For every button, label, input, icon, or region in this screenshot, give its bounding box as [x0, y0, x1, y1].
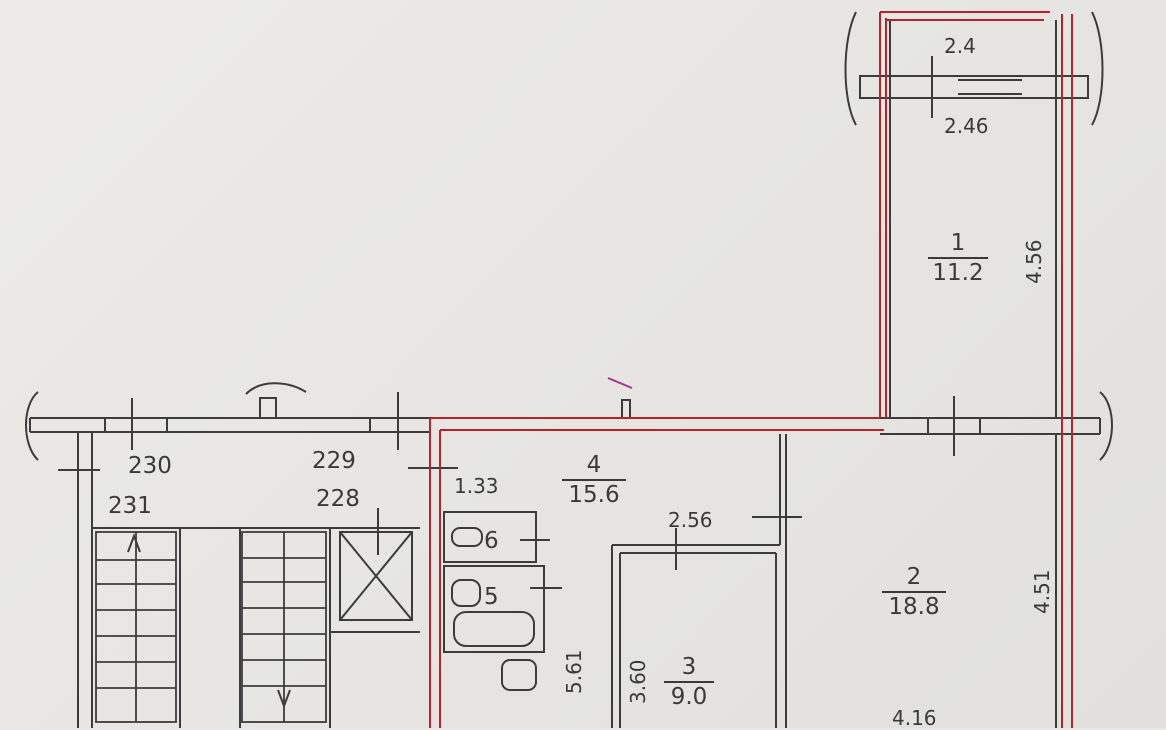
stairs-right	[241, 531, 327, 723]
flat-number-228: 228	[316, 486, 360, 512]
dimension-room2-width: 4.16	[892, 706, 937, 730]
dimension-balcony-inner: 2.4	[944, 34, 976, 58]
room-4-label: 4 15.6	[562, 454, 626, 507]
break-marker-top-left	[844, 11, 857, 126]
break-marker-left	[25, 391, 39, 461]
room-2-area: 18.8	[882, 591, 946, 619]
dimension-room3-length: 3.60	[626, 659, 650, 704]
flat-number-230: 230	[128, 453, 172, 479]
room-4-area: 15.6	[562, 479, 626, 507]
flat-number-229: 229	[312, 448, 356, 474]
stairs-left	[95, 531, 177, 723]
washing-spot	[501, 659, 537, 691]
lift-shaft	[339, 531, 413, 621]
room-3-number: 3	[681, 654, 697, 680]
stair-arrow-down	[277, 689, 291, 709]
dimension-hall-length: 2.56	[668, 508, 713, 532]
dimension-hall-width: 1.33	[454, 474, 499, 498]
window-middle	[369, 417, 431, 433]
dimension-room2-length: 4.51	[1030, 569, 1054, 614]
entrance-canopy	[245, 382, 307, 395]
room-1-label: 1 11.2	[928, 232, 988, 285]
bathtub	[453, 611, 535, 647]
entrance-step	[259, 397, 277, 418]
bath-room	[443, 565, 545, 653]
vent-mark	[621, 399, 631, 419]
room-1-area: 11.2	[928, 257, 988, 285]
sink	[451, 579, 481, 607]
room-2-number: 2	[906, 564, 922, 590]
lift-cross-b	[339, 531, 413, 621]
dimension-balcony-outer: 2.46	[944, 114, 989, 138]
room-6-number: 6	[484, 528, 499, 554]
break-marker-top-right	[1091, 11, 1104, 126]
room-2-label: 2 18.8	[882, 566, 946, 619]
room-4-number: 4	[586, 452, 602, 478]
break-marker-right	[1099, 391, 1113, 461]
room-3-area: 9.0	[664, 681, 714, 709]
toilet	[451, 527, 483, 547]
dimension-room1-length: 4.56	[1022, 239, 1046, 284]
toilet-room	[443, 511, 537, 563]
window-left	[104, 417, 168, 433]
room-3-label: 3 9.0	[664, 656, 714, 709]
pencil-mark	[607, 377, 633, 389]
balcony-frame	[859, 75, 1089, 99]
room-5-number: 5	[484, 584, 499, 610]
dimension-corridor-length: 5.61	[562, 649, 586, 694]
flat-number-231: 231	[108, 493, 152, 519]
stair-arrow-up	[127, 533, 141, 553]
room-1-number: 1	[950, 230, 966, 256]
